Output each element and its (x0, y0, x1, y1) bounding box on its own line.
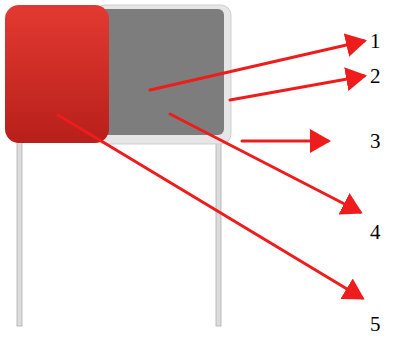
callout-number: 5 (370, 314, 381, 335)
callout-number: 1 (370, 31, 381, 52)
leader-arrows (58, 41, 364, 298)
callout-number: 2 (370, 66, 381, 87)
callout-number: 4 (370, 222, 381, 243)
lead-wire (216, 128, 221, 326)
end-cap (5, 5, 109, 143)
callout-number: 3 (370, 131, 381, 152)
capacitor-core (100, 9, 224, 135)
outer-film (95, 5, 231, 144)
lead-wire (17, 130, 22, 326)
